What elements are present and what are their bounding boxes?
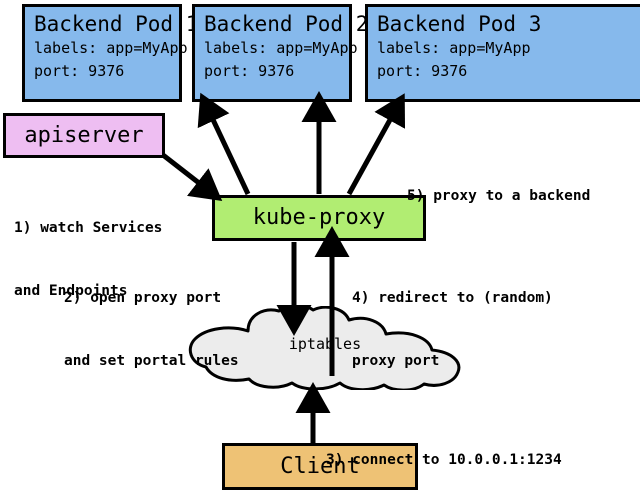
arrow-kubeproxy-to-pod3 bbox=[346, 93, 406, 196]
step-4-line-2: proxy port bbox=[352, 353, 440, 369]
backend-pod-1-port: port: 9376 bbox=[34, 62, 125, 80]
apiserver-node[interactable]: apiserver bbox=[3, 113, 165, 158]
arrow-apiserver-to-kubeproxy bbox=[161, 153, 223, 202]
step-1-annotation: 1) watch Services and Endpoints bbox=[14, 176, 162, 344]
backend-pod-2-port: port: 9376 bbox=[204, 62, 295, 80]
kube-proxy-label: kube-proxy bbox=[252, 205, 386, 230]
step-4-annotation: 4) redirect to (random) proxy port bbox=[352, 246, 553, 414]
client-label: Client bbox=[280, 454, 360, 479]
iptables-label: iptables bbox=[288, 335, 362, 353]
step-3-line-1: 3) connect to 10.0.0.1:1234 bbox=[326, 452, 562, 468]
step-5-line-1: 5) proxy to a backend bbox=[407, 188, 591, 204]
step-1-line-1: 1) watch Services bbox=[14, 220, 163, 236]
arrow-kubeproxy-to-pod1 bbox=[197, 92, 251, 196]
backend-pod-1-name: Backend Pod 1 bbox=[34, 12, 199, 36]
apiserver-label: apiserver bbox=[24, 123, 144, 148]
iptables-cloud bbox=[188, 306, 461, 390]
backend-pod-2-labels: labels: app=MyApp bbox=[204, 39, 358, 57]
step-4-line-1: 4) redirect to (random) bbox=[352, 290, 553, 306]
client-node[interactable]: Client bbox=[222, 443, 418, 490]
step-3-annotation: 3) connect to 10.0.0.1:1234 bbox=[326, 408, 562, 494]
backend-pod-3-labels: labels: app=MyApp bbox=[377, 39, 531, 57]
backend-pod-3-name: Backend Pod 3 bbox=[377, 12, 542, 36]
backend-pod-3[interactable]: Backend Pod 3 labels: app=MyApp port: 93… bbox=[365, 4, 640, 102]
backend-pod-1-labels: labels: app=MyApp bbox=[34, 39, 188, 57]
step-5-annotation: 5) proxy to a backend bbox=[407, 144, 590, 249]
backend-pod-1[interactable]: Backend Pod 1 labels: app=MyApp port: 93… bbox=[22, 4, 199, 102]
step-2-line-1: 2) open proxy port bbox=[64, 290, 222, 306]
step-1-line-2: and Endpoints bbox=[14, 283, 128, 299]
kube-proxy-node[interactable]: kube-proxy bbox=[212, 195, 426, 241]
backend-pod-2[interactable]: Backend Pod 2 labels: app=MyApp port: 93… bbox=[192, 4, 369, 102]
step-2-annotation: 2) open proxy port and set portal rules bbox=[64, 246, 239, 414]
step-2-line-2: and set portal rules bbox=[64, 353, 239, 369]
backend-pod-2-name: Backend Pod 2 bbox=[204, 12, 369, 36]
backend-pod-3-port: port: 9376 bbox=[377, 62, 468, 80]
